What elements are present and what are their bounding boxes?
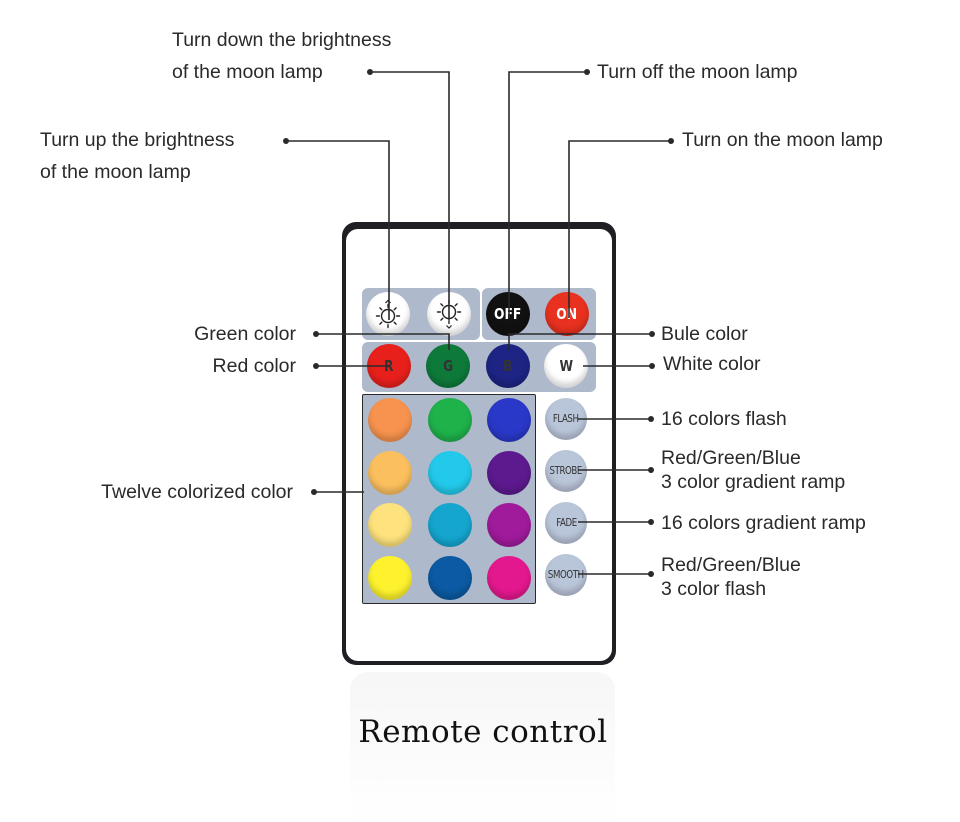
smooth-button[interactable]: SMOOTH: [545, 554, 587, 596]
label-twelve: Twelve colorized color: [101, 481, 293, 503]
green-button-label: G: [442, 357, 454, 375]
palette-color-button[interactable]: [487, 398, 531, 442]
caption: Remote control: [358, 714, 608, 750]
brightness-down-button[interactable]: [427, 292, 471, 336]
label-green: Green color: [194, 323, 296, 345]
green-button[interactable]: G: [426, 344, 470, 388]
label-brightness-up-2: of the moon lamp: [40, 161, 191, 183]
palette-color-button[interactable]: [368, 503, 412, 547]
dot-blue: [649, 331, 655, 337]
dot-green: [313, 331, 319, 337]
flash-button-label: FLASH: [553, 413, 579, 425]
label-strobe-2: 3 color gradient ramp: [661, 471, 846, 493]
palette-color-button[interactable]: [487, 503, 531, 547]
palette-color-button[interactable]: [368, 555, 412, 600]
dot-flash: [648, 416, 654, 422]
dot-white: [649, 363, 655, 369]
label-brightness-up-1: Turn up the brightness: [40, 129, 235, 151]
flash-button[interactable]: FLASH: [545, 398, 587, 440]
label-red: Red color: [212, 355, 296, 377]
remote-reflection: [350, 672, 615, 822]
palette-color-button[interactable]: [368, 450, 412, 495]
label-fade: 16 colors gradient ramp: [661, 512, 866, 534]
label-off: Turn off the moon lamp: [597, 61, 798, 83]
dot-smooth: [648, 571, 654, 577]
palette-color-button[interactable]: [368, 398, 412, 442]
label-on: Turn on the moon lamp: [682, 129, 883, 151]
strobe-button[interactable]: STROBE: [545, 450, 587, 492]
palette-color-button[interactable]: [487, 555, 531, 600]
sun-down-icon: [436, 299, 462, 329]
strobe-button-label: STROBE: [549, 465, 583, 477]
label-brightness-down-2: of the moon lamp: [172, 61, 323, 83]
palette-color-button[interactable]: [427, 450, 472, 495]
label-blue: Bule color: [661, 323, 748, 345]
dot-strobe: [648, 467, 654, 473]
smooth-button-label: SMOOTH: [548, 569, 584, 581]
label-white: White color: [663, 353, 761, 375]
white-button[interactable]: W: [544, 344, 588, 388]
dot-red: [313, 363, 319, 369]
brightness-up-button[interactable]: [366, 292, 410, 336]
label-flash: 16 colors flash: [661, 408, 787, 430]
fade-button[interactable]: FADE: [545, 502, 587, 544]
dot-off: [584, 69, 590, 75]
dot-on: [668, 138, 674, 144]
on-button[interactable]: ON: [545, 292, 589, 336]
label-brightness-down-1: Turn down the brightness: [172, 29, 392, 51]
blue-button[interactable]: B: [486, 344, 530, 388]
dot-brightness-up: [283, 138, 289, 144]
sun-up-icon: [375, 299, 401, 329]
on-button-label: ON: [556, 305, 578, 323]
red-button-label: R: [384, 357, 394, 375]
palette-color-button[interactable]: [487, 450, 531, 495]
white-button-label: W: [559, 357, 573, 375]
red-button[interactable]: R: [367, 344, 411, 388]
dot-brightness-down: [367, 69, 373, 75]
dot-fade: [648, 519, 654, 525]
palette-color-button[interactable]: [427, 398, 472, 442]
palette-color-button[interactable]: [427, 503, 472, 547]
off-button-label: OFF: [494, 305, 522, 323]
label-smooth-2: 3 color flash: [661, 578, 767, 600]
palette-color-button[interactable]: [427, 555, 472, 600]
label-strobe-1: Red/Green/Blue: [661, 447, 801, 469]
blue-button-label: B: [503, 357, 513, 375]
fade-button-label: FADE: [555, 517, 577, 529]
off-button[interactable]: OFF: [486, 292, 530, 336]
dot-twelve: [311, 489, 317, 495]
label-smooth-1: Red/Green/Blue: [661, 554, 801, 576]
